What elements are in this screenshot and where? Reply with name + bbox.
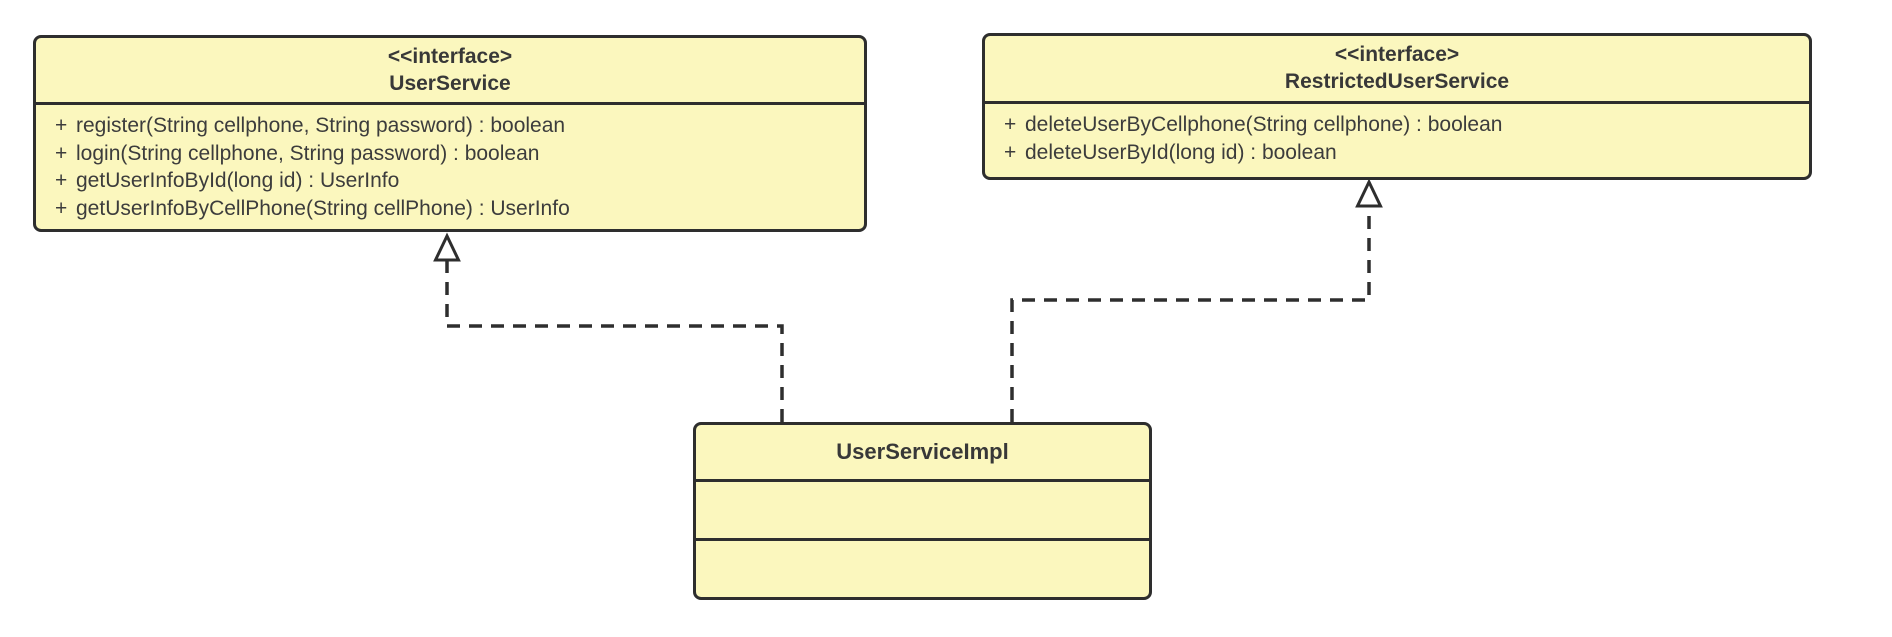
methods-compartment: + deleteUserByCellphone(String cellphone… [985,104,1809,166]
method-signature: getUserInfoById(long id) : UserInfo [76,169,400,192]
method-row: + getUserInfoById(long id) : UserInfo [55,167,854,195]
visibility-marker: + [1004,140,1017,164]
methods-compartment [696,537,1149,597]
method-signature: login(String cellphone, String password)… [76,141,540,165]
method-signature: register(String cellphone, String passwo… [76,114,566,137]
attributes-compartment [696,478,1149,538]
class-name: UserServiceImpl [836,439,1009,465]
hollow-triangle-arrowhead [1355,178,1383,208]
dashed-connector[interactable] [445,260,784,422]
method-row: + getUserInfoByCellPhone(String cellPhon… [55,195,854,223]
class-header: <<interface> RestrictedUserService [985,36,1809,104]
visibility-marker: + [55,196,68,220]
visibility-marker: + [55,141,68,165]
method-row: + login(String cellphone, String passwor… [55,140,854,168]
class-node-userservice[interactable]: <<interface> UserService + register(Stri… [33,35,867,232]
method-signature: deleteUserByCellphone(String cellphone) … [1025,113,1503,136]
hollow-triangle-arrowhead [433,232,461,262]
class-name: UserService [389,72,511,95]
realization-edge-userservice[interactable] [433,232,784,422]
method-row: + deleteUserById(long id) : boolean [1004,139,1799,167]
methods-compartment: + register(String cellphone, String pass… [36,105,864,222]
realization-edge-restricteduserservice[interactable] [1010,178,1383,422]
class-name: RestrictedUserService [1284,70,1510,93]
visibility-marker: + [1004,113,1017,136]
method-signature: deleteUserById(long id) : boolean [1025,140,1337,164]
class-header: UserServiceImpl [696,425,1149,479]
class-node-userserviceimpl[interactable]: UserServiceImpl [693,422,1152,600]
method-signature: getUserInfoByCellPhone(String cellPhone)… [76,196,570,220]
stereotype-label: <<interface> [1334,43,1460,66]
visibility-marker: + [55,169,68,192]
stereotype-label: <<interface> [387,45,513,68]
method-row: + register(String cellphone, String pass… [55,112,854,140]
class-node-restricteduserservice[interactable]: <<interface> RestrictedUserService + del… [982,33,1812,180]
class-header: <<interface> UserService [36,38,864,105]
visibility-marker: + [55,114,68,137]
dashed-connector[interactable] [1010,206,1371,422]
method-row: + deleteUserByCellphone(String cellphone… [1004,111,1799,139]
